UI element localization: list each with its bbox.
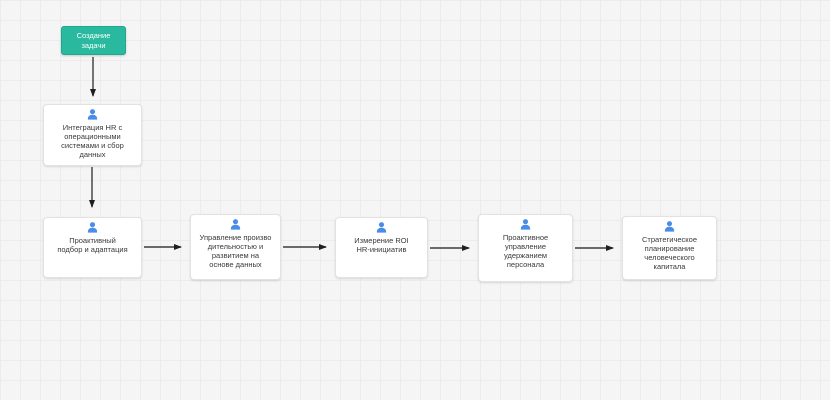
node-label: Проактивный подбор и адаптация [57,236,128,254]
flow-node-step4[interactable]: Измерение ROI HR-инициатив [335,217,428,278]
user-icon [228,218,243,232]
node-label: Управление произво дительностью и развит… [199,233,272,269]
user-icon [85,108,100,122]
node-label: Стратегическое планирование человеческог… [641,235,697,271]
flow-node-step6[interactable]: Стратегическое планирование человеческог… [622,216,717,280]
user-icon [518,218,533,232]
flow-node-step2[interactable]: Проактивный подбор и адаптация [43,217,142,278]
user-icon [374,221,389,235]
flow-node-step3[interactable]: Управление произво дительностью и развит… [190,214,281,280]
node-label: Измерение ROI HR-инициатив [354,236,409,254]
user-icon [85,221,100,235]
node-label: Проактивное управление удержанием персон… [502,233,549,269]
node-label: Создание задачи [76,31,111,50]
flow-node-step5[interactable]: Проактивное управление удержанием персон… [478,214,573,282]
user-icon [662,220,677,234]
node-label: Интеграция HR с операционными системами … [61,123,124,159]
flow-node-start[interactable]: Создание задачи [61,26,126,55]
flow-node-step1[interactable]: Интеграция HR с операционными системами … [43,104,142,166]
